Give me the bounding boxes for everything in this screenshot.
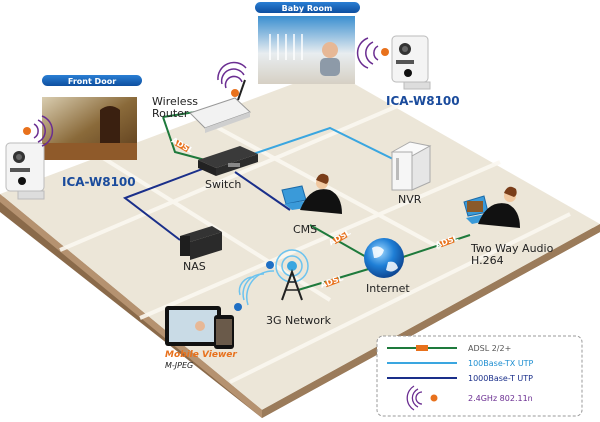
cms-label: CMS	[293, 223, 317, 236]
two-way-audio-label-line2: H.264	[471, 254, 504, 267]
nas-label: NAS	[183, 260, 206, 273]
baby-room-pill	[255, 2, 360, 13]
legend-item-wifi: 2.4GHz 802.11n	[406, 385, 533, 411]
nvr-label: NVR	[398, 193, 422, 206]
camera-right[interactable]	[391, 35, 431, 90]
svg-text:2.4GHz 802.11n: 2.4GHz 802.11n	[468, 394, 533, 403]
baby-room-photo	[258, 16, 355, 84]
adsl-link-router-switch-2	[162, 116, 206, 161]
svg-text:1000Base-T UTP: 1000Base-T UTP	[468, 374, 533, 383]
camera-left[interactable]	[5, 142, 45, 200]
switch-label: Switch	[205, 178, 241, 191]
wireless-n-badge-right	[381, 48, 389, 56]
network-switch[interactable]	[198, 146, 258, 176]
nas-device[interactable]	[180, 226, 222, 260]
internet-globe-icon	[364, 238, 404, 278]
wifi-icon-baby-room	[356, 37, 379, 69]
camera-left-model: ICA-W8100	[62, 175, 136, 189]
nvr-device[interactable]	[390, 141, 432, 191]
3g-badge-bottom	[234, 303, 242, 311]
front-door-label: Front Door	[68, 77, 116, 86]
wifi-icon-legend	[406, 385, 423, 411]
wifi-icon-left-camera	[33, 115, 54, 147]
mobile-format-label: M-JPEG	[165, 361, 193, 370]
cms-workstation[interactable]	[281, 173, 342, 214]
two-way-audio-label-line1: Two Way Audio	[470, 242, 554, 255]
3g-network-label: 3G Network	[266, 314, 332, 327]
wifi-icon-router	[217, 61, 247, 89]
baby-room-label: Baby Room	[282, 4, 333, 13]
adsl-internet-audio	[399, 234, 471, 259]
wireless-n-badge-left	[23, 127, 31, 135]
router-label-line1: Wireless	[152, 95, 198, 108]
internet-label: Internet	[366, 282, 410, 295]
front-door-pill	[42, 75, 142, 86]
fast-eth-switch-nvr	[249, 126, 396, 161]
wireless-n-badge-router	[231, 89, 239, 97]
legend-item-adsl: ADSL 2/2+	[387, 344, 511, 353]
signal-waves-3g	[238, 270, 275, 306]
legend-item-1000base: 1000Base-T UTP	[387, 374, 533, 383]
mobile-viewer-devices[interactable]	[165, 306, 234, 349]
baby-room-group: Baby Room	[255, 2, 360, 84]
camera-right-model: ICA-W8100	[386, 94, 460, 108]
mobile-viewer-label: Mobile Viewer	[165, 350, 237, 360]
floor-platform	[0, 70, 600, 418]
svg-text:100Base-TX UTP: 100Base-TX UTP	[468, 359, 534, 368]
legend: ADSL 2/2+ 100Base-TX UTP 1000Base-T UTP …	[376, 335, 583, 417]
cell-tower	[275, 249, 309, 301]
two-way-audio-workstation[interactable]	[463, 186, 520, 228]
svg-text:ADSL 2/2+: ADSL 2/2+	[468, 344, 511, 353]
legend-item-100base: 100Base-TX UTP	[387, 359, 534, 368]
router-label-line2: Router	[152, 107, 189, 120]
gigabit-switch-cms	[234, 171, 291, 211]
gigabit-switch-camera	[122, 167, 206, 241]
wireless-router[interactable]	[189, 79, 251, 133]
3g-badge-top	[266, 261, 274, 269]
front-door-group: Front Door	[42, 75, 142, 160]
